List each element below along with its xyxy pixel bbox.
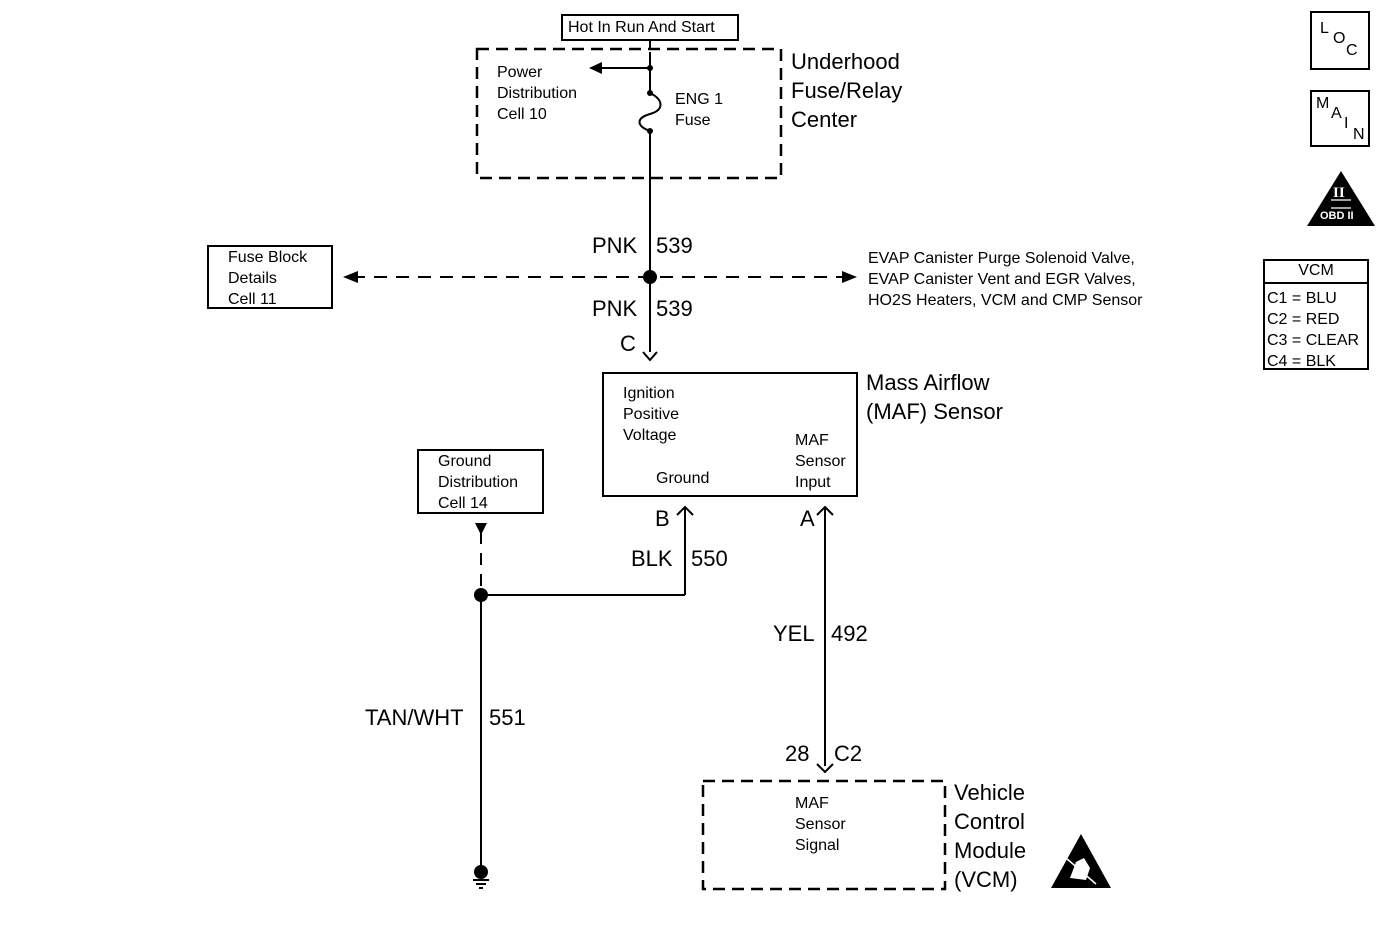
ignition-line: Voltage [623, 427, 677, 444]
vcm-connector-label: C2 [834, 741, 863, 766]
pin-a-label: A [800, 506, 815, 531]
maf-title-line: Mass Airflow [866, 370, 990, 395]
splice-539 [643, 270, 657, 284]
power-source-label: Hot In Run And Start [568, 19, 715, 36]
ground-dist-ref-box: Ground Distribution Cell 14 [417, 449, 544, 514]
power-dist-line: Cell 10 [497, 106, 547, 123]
vcm-legend-row: C2 = RED [1267, 311, 1340, 328]
ground-eyelet [474, 865, 488, 879]
evap-ref-line: HO2S Heaters, VCM and CMP Sensor [868, 292, 1143, 309]
loc-icon[interactable]: L O C [1310, 11, 1370, 70]
loc-letter: O [1333, 30, 1346, 47]
evap-ref-line: EVAP Canister Vent and EGR Valves, [868, 271, 1136, 288]
maf-sensor-box [602, 372, 858, 497]
vcm-title-line: Module [954, 838, 1027, 863]
main-letter: N [1353, 126, 1365, 143]
pin-c-label: C [620, 331, 636, 356]
main-icon[interactable]: M A I N [1310, 90, 1370, 147]
vcm-title-line: (VCM) [954, 867, 1018, 892]
ground-dist-ref-label: Ground Distribution Cell 14 [438, 451, 518, 514]
maf-sensor-title: Mass Airflow (MAF) Sensor [866, 368, 1003, 426]
wire-550-circuit: 550 [691, 546, 728, 571]
power-source-box: Hot In Run And Start [561, 14, 739, 41]
power-dist-line: Distribution [497, 85, 578, 102]
vcm-legend-row: C4 = BLK [1267, 353, 1336, 370]
vcm-signal-line: Sensor [795, 816, 846, 833]
vcm-legend: VCM C1 = BLU C2 = RED C3 = CLEAR C4 = BL… [1263, 259, 1369, 370]
evap-ref-line: EVAP Canister Purge Solenoid Valve, [868, 250, 1135, 267]
fuse-center-title-line: Fuse/Relay [791, 78, 903, 103]
maf-ground-label: Ground [656, 470, 710, 487]
wire-539-top-circuit: 539 [656, 233, 693, 258]
vcm-legend-title: VCM [1298, 262, 1334, 279]
fuse-center-title-line: Underhood [791, 49, 900, 74]
fuse-block-ref-line: Details [228, 270, 277, 287]
maf-input-line: Input [795, 474, 831, 491]
main-letter: I [1344, 115, 1349, 132]
arrow-evap [842, 271, 857, 283]
power-distribution-label: Power Distribution Cell 10 [497, 62, 577, 125]
connector-a-symbol [816, 505, 834, 516]
vcm-signal-line: MAF [795, 795, 829, 812]
eng1-fuse-label: ENG 1 Fuse [675, 89, 723, 131]
main-letter: M [1316, 95, 1330, 112]
loc-letter: C [1346, 42, 1358, 59]
obd-label: OBD II [1320, 210, 1354, 222]
maf-title-line: (MAF) Sensor [866, 399, 1003, 424]
vcm-legend-row: C3 = CLEAR [1267, 332, 1360, 349]
wire-551-circuit: 551 [489, 705, 526, 730]
vcm-signal-line: Signal [795, 837, 840, 854]
vcm-signal-label: MAF Sensor Signal [795, 793, 846, 856]
connector-b-symbol [676, 505, 694, 516]
fuse-block-ref-box: Fuse Block Details Cell 11 [207, 245, 333, 309]
arrow-fuse-block [343, 271, 358, 283]
wire-551-color: TAN/WHT [365, 705, 464, 730]
vcm-legend-rows: C1 = BLU C2 = RED C3 = CLEAR C4 = BLK [1267, 288, 1359, 372]
ground-dist-line: Cell 14 [438, 495, 488, 512]
fuse-center-title-line: Center [791, 107, 858, 132]
maf-input-line: MAF [795, 432, 829, 449]
loc-letter: L [1320, 20, 1329, 37]
fuse-block-ref-line: Cell 11 [228, 291, 277, 308]
ignition-voltage-label: Ignition Positive Voltage [623, 383, 679, 446]
power-dist-line: Power [497, 64, 543, 81]
wire-539-top-color: PNK [592, 233, 638, 258]
vcm-box [701, 779, 947, 891]
fuse-block-ref-label: Fuse Block Details Cell 11 [228, 247, 307, 310]
vcm-title-line: Control [954, 809, 1025, 834]
arrow-power-dist [589, 62, 602, 74]
fuse-symbol [638, 92, 662, 132]
fuse-center-title: Underhood Fuse/Relay Center [791, 47, 902, 134]
wire-492-color: YEL [773, 621, 815, 646]
vcm-title: Vehicle Control Module (VCM) [954, 778, 1026, 894]
ground-dist-line: Ground [438, 453, 492, 470]
vcm-title-line: Vehicle [954, 780, 1025, 805]
maf-input-label: MAF Sensor Input [795, 430, 846, 493]
fuse-center-box [475, 47, 783, 180]
vcm-pin-label: 28 [785, 741, 810, 766]
ignition-line: Ignition [623, 385, 675, 402]
fuse-label-line: Fuse [675, 112, 711, 129]
connector-c2-symbol [816, 763, 834, 774]
main-letter: A [1331, 105, 1342, 122]
wire-539-bottom-circuit: 539 [656, 296, 693, 321]
pin-b-label: B [655, 506, 670, 531]
arrow-ground-dist [475, 523, 487, 535]
ignition-line: Positive [623, 406, 680, 423]
fuse-block-ref-line: Fuse Block [228, 249, 308, 266]
wire-539-bottom-color: PNK [592, 296, 638, 321]
vcm-legend-row: C1 = BLU [1267, 290, 1337, 307]
obd-triangle [1307, 171, 1375, 226]
ground-dist-line: Distribution [438, 474, 519, 491]
wire-550-color: BLK [631, 546, 673, 571]
wire-492-circuit: 492 [831, 621, 868, 646]
fuse-label-line: ENG 1 [675, 91, 724, 108]
maf-input-line: Sensor [795, 453, 846, 470]
connector-c-symbol [642, 351, 658, 362]
splice-ground [474, 588, 488, 602]
evap-ref-label: EVAP Canister Purge Solenoid Valve, EVAP… [868, 248, 1142, 311]
obd-numeral: II [1333, 185, 1345, 201]
